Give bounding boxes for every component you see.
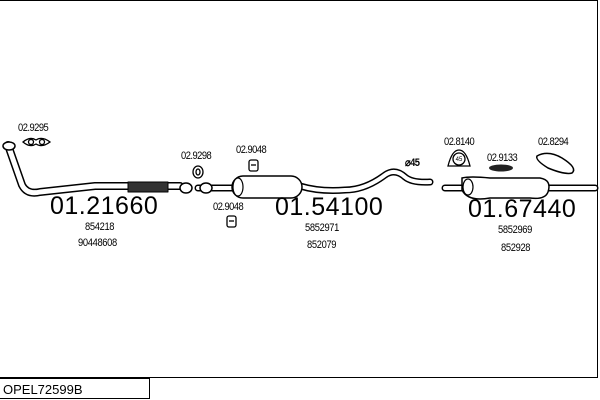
rear-silencer [461, 176, 550, 200]
accessory-ref[interactable]: 02.9048 [213, 201, 244, 213]
part-number[interactable]: 01.54100 [275, 193, 384, 221]
accessory-ref[interactable]: 02.8294 [538, 136, 569, 148]
gasket-02-9295 [22, 137, 52, 147]
accessory-ref[interactable]: 02.8140 [444, 136, 475, 148]
accessory-ref[interactable]: 02.9295 [18, 122, 49, 134]
pipe-joint [179, 182, 193, 194]
clamp-02-8140 [447, 149, 471, 167]
ring-02-8294 [535, 152, 575, 175]
oe-number: 90448608 [78, 237, 117, 249]
kit-code: OPEL72599B [3, 382, 83, 397]
oe-number: 852079 [307, 239, 337, 251]
accessory-ref[interactable]: 02.9298 [181, 150, 212, 162]
pipe-joint [199, 182, 213, 194]
ring-02-9298 [192, 165, 204, 179]
gasket-02-9133 [489, 164, 513, 172]
front-flange [2, 141, 16, 151]
oe-number: 852928 [501, 242, 531, 254]
hanger-02-9048-top [248, 159, 259, 172]
accessory-ref[interactable]: 02.9133 [487, 152, 518, 164]
oe-number: 5852969 [498, 224, 533, 236]
accessory-ref[interactable]: 02.9048 [236, 144, 267, 156]
kit-code-box: OPEL72599B [0, 378, 150, 399]
clamp-size-label: 45 [456, 157, 463, 163]
diameter-label: ⌀45 [405, 157, 420, 169]
oe-number: 854218 [85, 221, 115, 233]
part-number[interactable]: 01.67440 [468, 195, 577, 223]
hanger-02-9048-bottom [226, 215, 237, 228]
oe-number: 5852971 [305, 222, 340, 234]
middle-silencer [231, 175, 303, 199]
part-number[interactable]: 01.21660 [50, 192, 159, 220]
flex-section [127, 181, 169, 193]
